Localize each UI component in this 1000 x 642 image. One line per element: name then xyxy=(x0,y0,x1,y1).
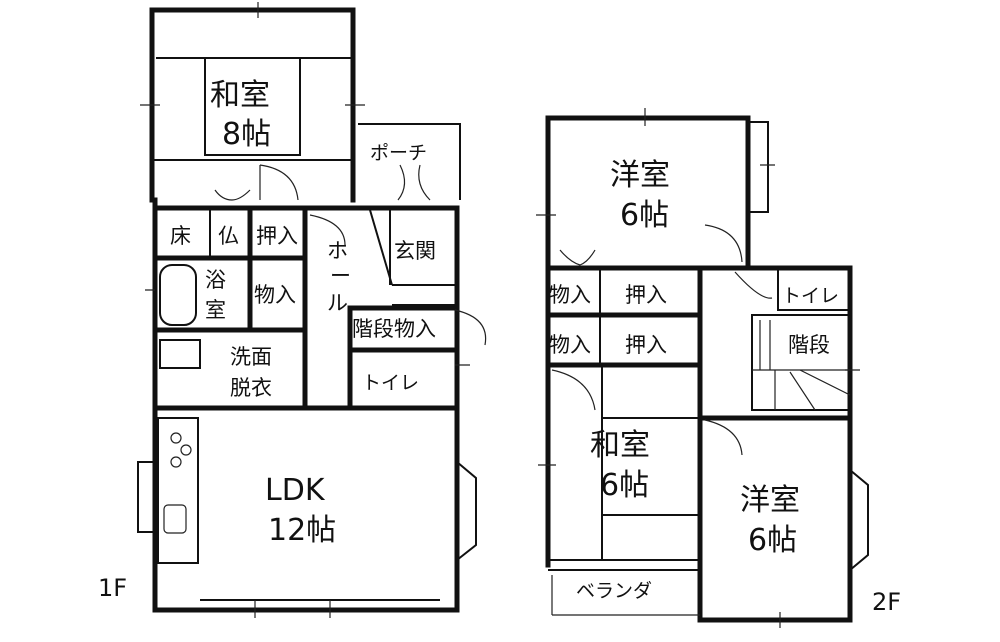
room-washitsu-8-name: 和室 xyxy=(210,78,270,113)
floor-1-plan: 和室 8帖 ポーチ 床 仏 押入 ホ ー ル 玄関 浴 室 物入 階段物入 洗面… xyxy=(98,2,487,618)
floor-1-walls xyxy=(137,2,487,618)
room-stairs-label: 階段 xyxy=(788,333,830,357)
room-ldk-name: LDK xyxy=(265,473,326,508)
room-toilet-2f-label: トイレ xyxy=(782,285,839,307)
room-toilet-1f-label: トイレ xyxy=(362,372,419,394)
room-washitsu-6-size: 6帖 xyxy=(600,468,649,503)
room-veranda-label: ベランダ xyxy=(576,580,652,602)
room-western-b-size: 6帖 xyxy=(748,523,797,558)
room-oshiire-2f-1-label: 押入 xyxy=(625,283,667,307)
room-hall-char-2: ー xyxy=(330,264,351,288)
room-toko-label: 床 xyxy=(170,224,191,248)
floor-2-walls xyxy=(536,108,869,628)
room-porch-label: ポーチ xyxy=(370,142,427,164)
room-washitsu-6-name: 和室 xyxy=(590,428,650,463)
room-oshiire-label: 押入 xyxy=(256,224,298,248)
room-butsudan-label: 仏 xyxy=(218,224,239,248)
room-washitsu-8-size: 8帖 xyxy=(222,117,271,152)
room-wash-char-2: 脱衣 xyxy=(230,376,272,400)
floor-2-plan: 洋室 6帖 物入 押入 物入 押入 トイレ 階段 和室 6帖 洋室 6帖 ベラン… xyxy=(536,108,901,628)
room-hall-char-3: ル xyxy=(327,291,348,315)
room-storage-2f-2-label: 物入 xyxy=(549,333,591,357)
room-wash-char-1: 洗面 xyxy=(230,345,272,369)
room-genkan-label: 玄関 xyxy=(394,239,436,263)
room-western-a-name: 洋室 xyxy=(610,158,670,193)
room-storage-2f-1-label: 物入 xyxy=(549,283,591,307)
floor-2-label: 2F xyxy=(872,588,901,616)
room-storage-label: 物入 xyxy=(254,283,296,307)
room-bath-char-2: 室 xyxy=(205,298,226,322)
room-oshiire-2f-2-label: 押入 xyxy=(625,333,667,357)
room-stair-storage-label: 階段物入 xyxy=(352,317,436,341)
room-ldk-size: 12帖 xyxy=(268,513,336,548)
room-bath-char-1: 浴 xyxy=(205,268,226,292)
floor-1-label: 1F xyxy=(98,574,127,602)
room-hall-char-1: ホ xyxy=(327,239,348,263)
room-western-b-name: 洋室 xyxy=(740,483,800,518)
room-western-a-size: 6帖 xyxy=(620,198,669,233)
